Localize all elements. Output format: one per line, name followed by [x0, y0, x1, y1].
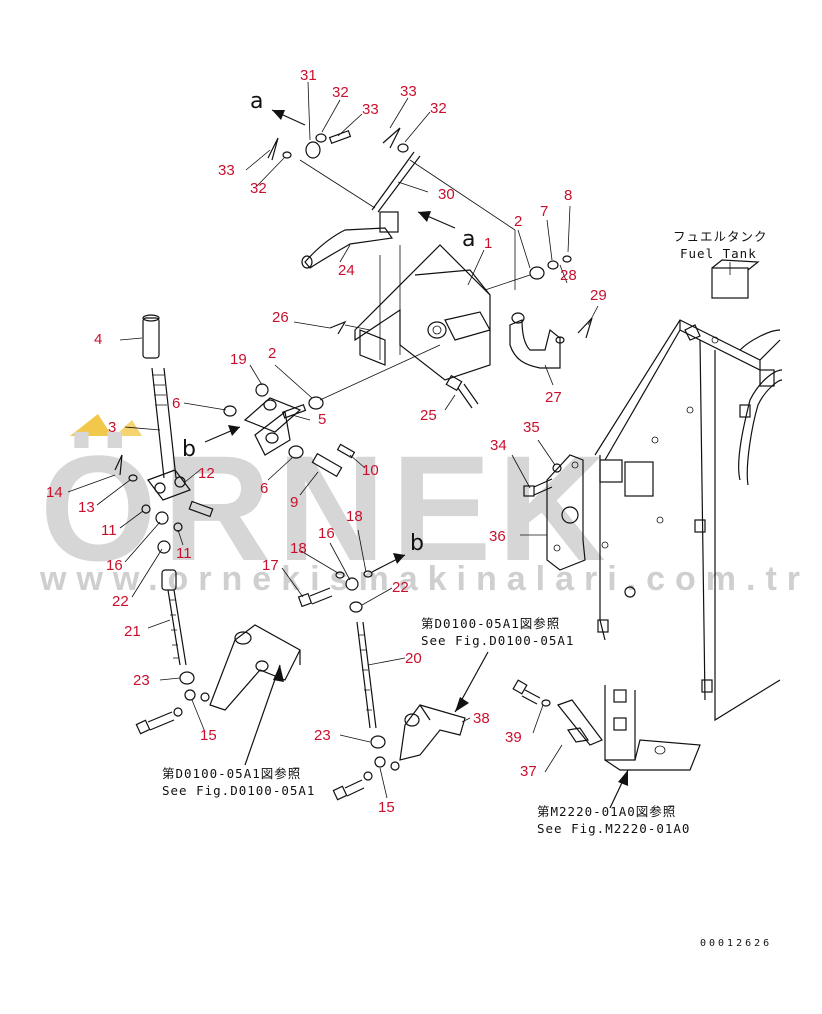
callout-22: 22 — [392, 579, 409, 596]
reference-arrow-right — [609, 769, 629, 809]
callout-2: 2 — [514, 213, 522, 230]
lever-24 — [301, 211, 399, 269]
callout-2: 2 — [268, 345, 276, 362]
pin-26 — [329, 320, 371, 335]
lever-lower-left — [209, 624, 301, 711]
callout-7: 7 — [540, 203, 548, 220]
callout-3: 3 — [108, 419, 116, 436]
reference-left-en: See Fig.D0100-05A1 — [162, 783, 315, 798]
callout-15: 15 — [378, 799, 395, 816]
view-a-arrow-mid: a — [417, 211, 475, 252]
callout-13: 13 — [78, 499, 95, 516]
callout-16: 16 — [106, 557, 123, 574]
callout-32: 32 — [430, 100, 447, 117]
callout-33: 33 — [400, 83, 417, 100]
reference-left-jp: 第D0100-05A1図参照 — [162, 766, 301, 781]
fuel-tank-label-en: Fuel Tank — [680, 246, 757, 261]
callout-10: 10 — [362, 462, 379, 479]
bolt-25 — [445, 374, 479, 409]
callout-15: 15 — [200, 727, 217, 744]
nuts-11-16-22 — [141, 504, 183, 554]
callout-6: 6 — [260, 480, 268, 497]
callout-36: 36 — [489, 528, 506, 545]
callout-23: 23 — [133, 672, 150, 689]
rod-21 — [161, 569, 187, 666]
rod-3-4 — [142, 314, 177, 479]
bracket-27 — [509, 312, 593, 369]
leader-lines — [67, 81, 599, 799]
callout-4: 4 — [94, 331, 102, 348]
reference-arrow-left — [244, 664, 284, 766]
callout-11: 11 — [176, 545, 192, 562]
stand-37 — [512, 679, 701, 771]
view-a-arrow-top: a — [250, 89, 306, 126]
pin-10-9 — [311, 443, 356, 478]
bracket-1 — [354, 244, 491, 381]
reference-arrow-center — [454, 651, 489, 713]
view-letter-a-1: a — [250, 89, 263, 114]
callout-26: 26 — [272, 309, 289, 326]
text-labels: フュエルタンク Fuel Tank 第D0100-05A1図参照 See Fig… — [162, 229, 772, 949]
callout-32: 32 — [250, 180, 267, 197]
callout-29: 29 — [590, 287, 607, 304]
view-letter-b-1: b — [182, 437, 196, 462]
callout-5: 5 — [318, 411, 326, 428]
callout-35: 35 — [523, 419, 540, 436]
callout-12: 12 — [198, 465, 215, 482]
rod-20-assembly — [297, 570, 400, 801]
reference-center-jp: 第D0100-05A1図参照 — [421, 616, 560, 631]
callout-34: 34 — [490, 437, 507, 454]
reference-right-jp: 第M2220-01A0図参照 — [537, 804, 676, 819]
reference-center-en: See Fig.D0100-05A1 — [421, 633, 574, 648]
callout-20: 20 — [405, 650, 422, 667]
callout-25: 25 — [420, 407, 437, 424]
view-letter-b-2: b — [410, 531, 424, 556]
callout-8: 8 — [564, 187, 572, 204]
callout-23: 23 — [314, 727, 331, 744]
callout-18: 18 — [346, 508, 363, 525]
fuel-tank-label-jp: フュエルタンク — [673, 229, 768, 244]
callout-14: 14 — [46, 484, 63, 501]
view-b-arrow-right: b — [371, 531, 424, 573]
lever-5-assembly — [223, 344, 441, 459]
rod-30-assembly — [267, 127, 516, 290]
callout-22: 22 — [112, 593, 129, 610]
watermark: ÖRNEK www.ornekismakinalari.com.tr — [39, 414, 810, 598]
callout-11: 11 — [101, 522, 117, 539]
lever-38 — [399, 704, 466, 761]
drawing-number: 00012626 — [700, 938, 772, 949]
watermark-accent-mark — [70, 414, 112, 436]
callout-27: 27 — [545, 389, 562, 406]
watermark-url: www.ornekismakinalari.com.tr — [39, 560, 810, 598]
callout-19: 19 — [230, 351, 247, 368]
watermark-accent-mark-2 — [115, 420, 142, 436]
callout-28: 28 — [560, 267, 577, 284]
callout-6: 6 — [172, 395, 180, 412]
callout-33: 33 — [362, 101, 379, 118]
callout-16: 16 — [318, 525, 335, 542]
callout-30: 30 — [438, 186, 455, 203]
callout-37: 37 — [520, 763, 537, 780]
callout-17: 17 — [262, 557, 279, 574]
view-letter-a-2: a — [462, 227, 475, 252]
reference-right-en: See Fig.M2220-01A0 — [537, 821, 690, 836]
callout-21: 21 — [124, 623, 141, 640]
callout-39: 39 — [505, 729, 522, 746]
callout-31: 31 — [300, 67, 317, 84]
callout-numbers: 31 32 33 33 32 33 32 30 2 7 8 1 24 28 29… — [46, 67, 607, 816]
frame-fuel-tank — [594, 259, 783, 722]
view-b-arrow-left: b — [182, 425, 241, 462]
spacer-2-upper — [484, 255, 572, 291]
callout-9: 9 — [290, 494, 298, 511]
callout-24: 24 — [338, 262, 355, 279]
callout-18: 18 — [290, 540, 307, 557]
callout-32: 32 — [332, 84, 349, 101]
callout-1: 1 — [484, 235, 492, 252]
fasteners-23-15-left — [135, 671, 210, 735]
callout-38: 38 — [473, 710, 490, 727]
callout-33: 33 — [218, 162, 235, 179]
